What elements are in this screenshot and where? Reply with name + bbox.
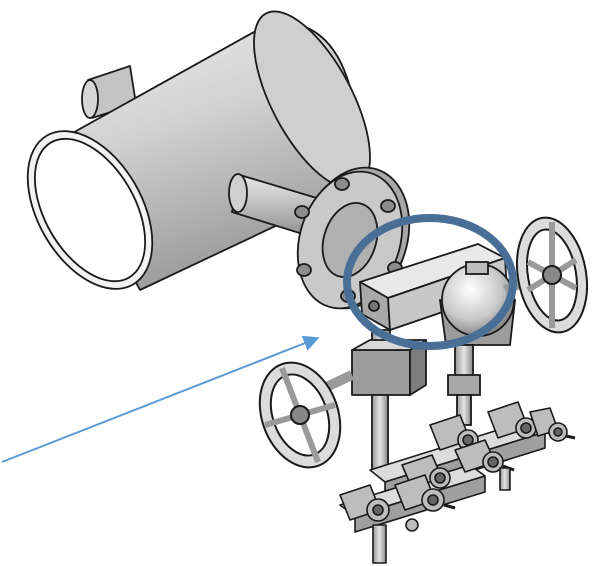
lower-valve-row xyxy=(339,474,456,532)
flange xyxy=(294,166,411,310)
left-stem xyxy=(351,329,427,471)
lower-manifold xyxy=(339,401,576,564)
middle-valve-row xyxy=(401,439,515,489)
right-stem xyxy=(447,344,481,426)
upper-valve-row xyxy=(429,401,576,451)
handwheel-right xyxy=(503,216,588,334)
pointer-arrow xyxy=(1,335,320,463)
highlight-ring xyxy=(343,214,517,350)
handwheel-left xyxy=(258,361,355,469)
dome-valve xyxy=(438,261,517,346)
bottom-outlet xyxy=(372,524,387,564)
